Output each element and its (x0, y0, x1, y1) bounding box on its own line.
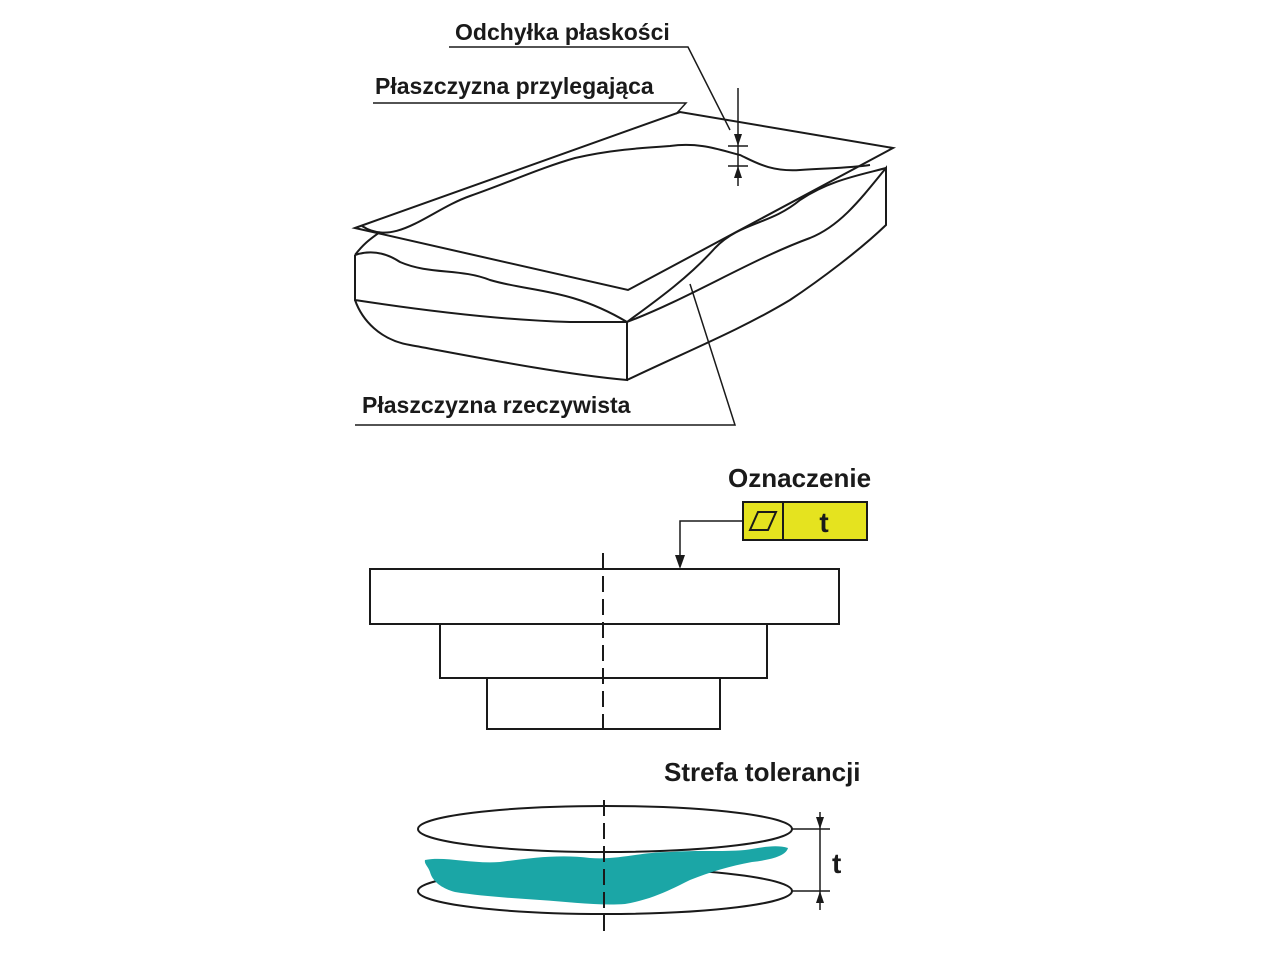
block-top-front-edge (354, 251, 628, 323)
block-side-face (626, 165, 887, 381)
block-illustration (354, 165, 887, 382)
adjacent-plane (351, 110, 897, 292)
leader-lines-top (355, 46, 737, 426)
label-tolerance-zone: Strefa tolerancji (664, 757, 861, 787)
label-adjacent-plane: Płaszczyzna przylegająca (375, 73, 654, 99)
tolerance-frame: t (742, 501, 868, 541)
label-designation: Oznaczenie (728, 463, 871, 493)
actual-surface-zone (424, 846, 788, 905)
parallelogram-icon (748, 511, 778, 531)
block-front-face (354, 255, 628, 382)
tolerance-frame-symbol-cell (742, 501, 784, 541)
label-flatness-deviation: Odchyłka płaskości (455, 19, 670, 45)
label-actual-plane: Płaszczyzna rzeczywista (362, 392, 631, 418)
deviation-dimension (728, 88, 748, 186)
zone-dimension (792, 812, 830, 910)
zone-dimension-label: t (832, 848, 841, 879)
part-top-step (369, 568, 840, 625)
tolerance-value: t (819, 507, 828, 538)
actual-surface-curve (361, 143, 871, 234)
stepped-part (369, 568, 840, 730)
designation-leader (675, 520, 743, 569)
tolerance-frame-value-cell (782, 501, 868, 541)
block-top-right-edge (626, 167, 887, 323)
